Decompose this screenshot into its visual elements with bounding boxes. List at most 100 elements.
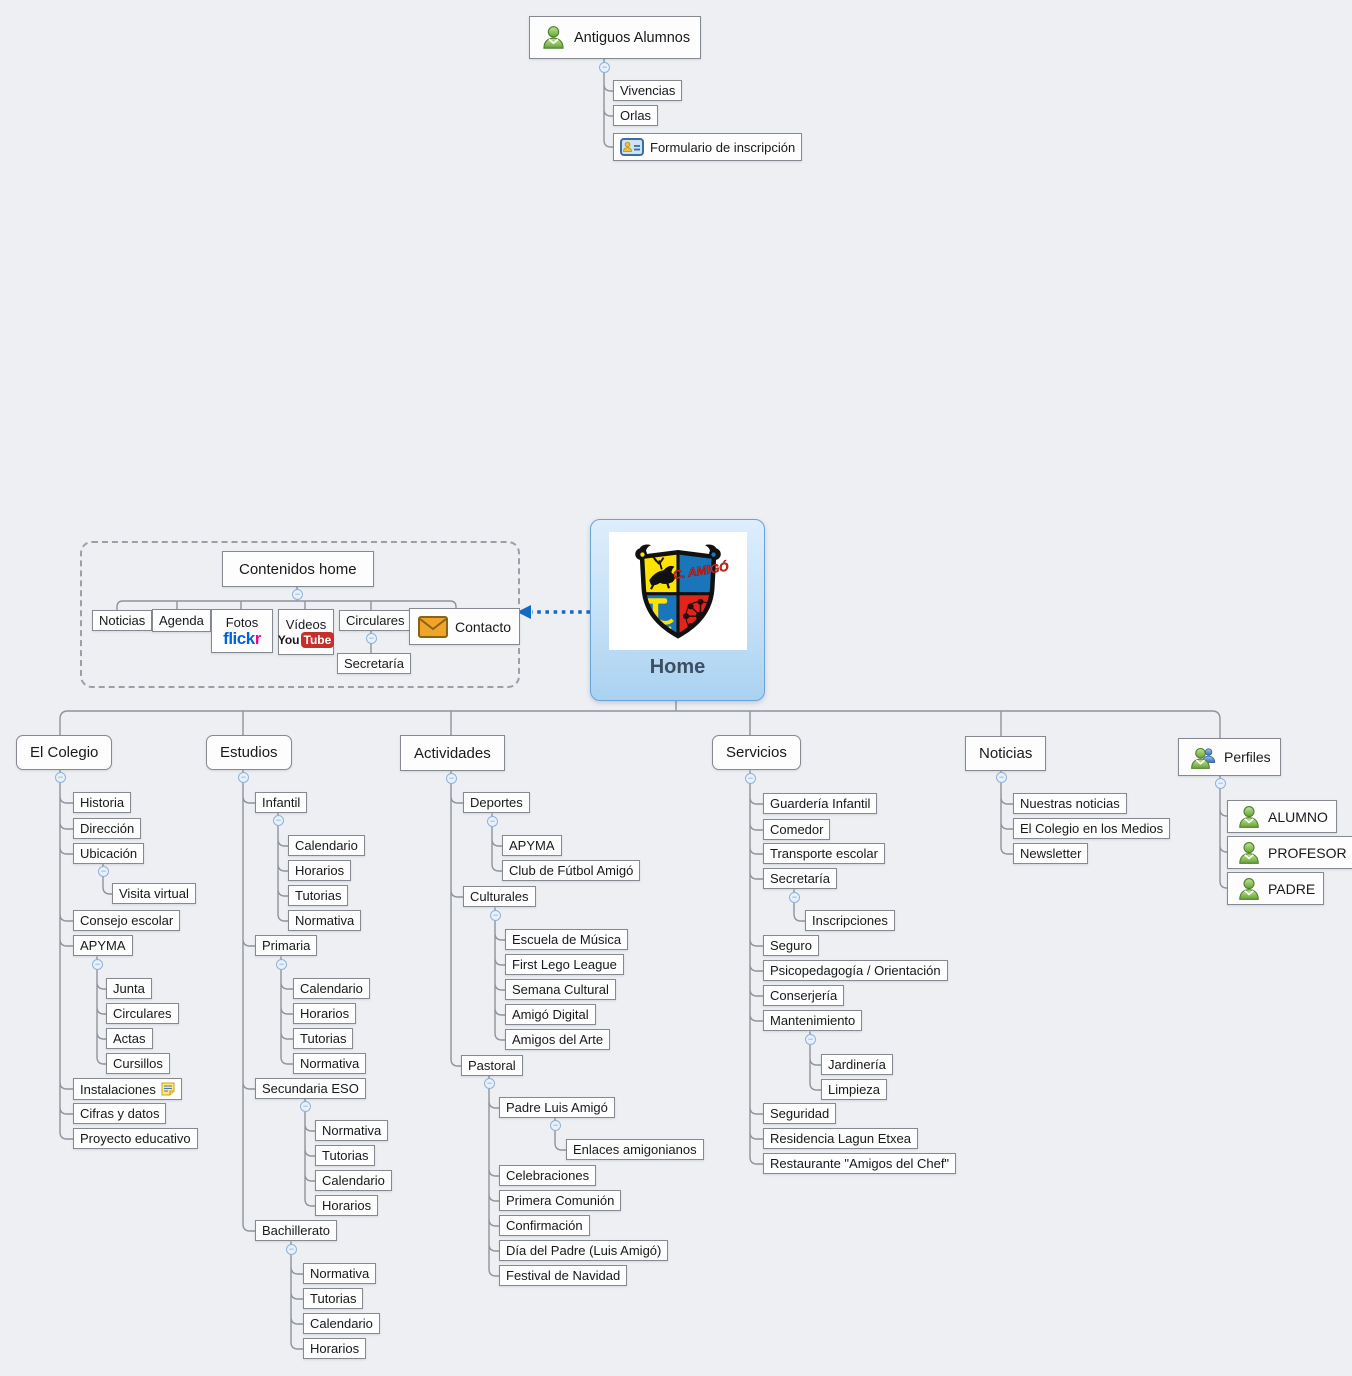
node-culturales[interactable]: Culturales [463, 886, 536, 907]
node-vivencias[interactable]: Vivencias [613, 80, 683, 101]
node-antiguos-alumnos[interactable]: Antiguos Alumnos [529, 16, 702, 59]
node-bachillerato-normativa[interactable]: Normativa [303, 1263, 377, 1284]
node-noticias[interactable]: Noticias [965, 736, 1047, 771]
node-con-agenda[interactable]: Agenda [152, 609, 211, 632]
node-ubicacion[interactable]: Ubicación [73, 843, 145, 864]
node-instalaciones[interactable]: Instalaciones [73, 1078, 182, 1100]
node-visita-virtual[interactable]: Visita virtual [112, 883, 196, 904]
node-servicios[interactable]: Servicios [712, 735, 801, 770]
node-primaria[interactable]: Primaria [255, 935, 318, 956]
collapse-toggle-culturales[interactable] [490, 910, 501, 921]
node-infantil-tutorias[interactable]: Tutorias [288, 885, 349, 906]
node-con-circulares[interactable]: Circulares [339, 610, 412, 631]
node-colegio-medios[interactable]: El Colegio en los Medios [1013, 818, 1171, 839]
node-infantil-horarios[interactable]: Horarios [288, 860, 352, 881]
node-primaria-tutorias[interactable]: Tutorias [293, 1028, 354, 1049]
node-newsletter[interactable]: Newsletter [1013, 843, 1089, 864]
node-confirmacion[interactable]: Confirmación [499, 1215, 590, 1236]
node-cifras-datos[interactable]: Cifras y datos [73, 1103, 167, 1124]
node-primaria-normativa[interactable]: Normativa [293, 1053, 367, 1074]
node-cursillos[interactable]: Cursillos [106, 1053, 170, 1074]
node-infantil[interactable]: Infantil [255, 792, 308, 813]
node-historia[interactable]: Historia [73, 792, 132, 813]
collapse-toggle-noticias[interactable] [996, 772, 1007, 783]
node-actividades[interactable]: Actividades [400, 735, 505, 771]
node-psicopedagogia[interactable]: Psicopedagogía / Orientación [763, 960, 948, 981]
node-jardineria[interactable]: Jardinería [821, 1054, 893, 1075]
node-bachillerato-tutorias[interactable]: Tutorias [303, 1288, 364, 1309]
collapse-toggle-contenidos[interactable] [292, 589, 303, 600]
node-transporte[interactable]: Transporte escolar [763, 843, 885, 864]
node-formulario-inscripcion[interactable]: Formulario de inscripción [613, 133, 803, 161]
node-alumno[interactable]: ALUMNO [1227, 800, 1337, 833]
node-contenidos-home[interactable]: Contenidos home [222, 551, 374, 587]
node-estudios[interactable]: Estudios [206, 735, 292, 770]
node-secundaria-tutorias[interactable]: Tutorias [315, 1145, 376, 1166]
node-inscripciones[interactable]: Inscripciones [805, 910, 895, 931]
node-padre-luis[interactable]: Padre Luis Amigó [499, 1097, 615, 1118]
collapse-toggle-antiguos[interactable] [599, 62, 610, 73]
node-secundaria-calendario[interactable]: Calendario [315, 1170, 392, 1191]
collapse-toggle-infantil[interactable] [273, 815, 284, 826]
node-first-lego[interactable]: First Lego League [505, 954, 624, 975]
node-semana-cultural[interactable]: Semana Cultural [505, 979, 616, 1000]
node-con-contacto[interactable]: Contacto [409, 608, 521, 645]
collapse-toggle-deportes[interactable] [487, 816, 498, 827]
node-secundaria-normativa[interactable]: Normativa [315, 1120, 389, 1141]
node-bachillerato-calendario[interactable]: Calendario [303, 1313, 380, 1334]
node-apyma[interactable]: APYMA [73, 935, 133, 956]
node-residencia[interactable]: Residencia Lagun Etxea [763, 1128, 918, 1149]
node-primera-comunion[interactable]: Primera Comunión [499, 1190, 622, 1211]
node-secundaria-horarios[interactable]: Horarios [315, 1195, 379, 1216]
node-seguro[interactable]: Seguro [763, 935, 819, 956]
collapse-toggle-ubicacion[interactable] [98, 866, 109, 877]
node-apyma-circulares[interactable]: Circulares [106, 1003, 179, 1024]
collapse-toggle-secundaria[interactable] [300, 1101, 311, 1112]
node-con-secretaria[interactable]: Secretaría [337, 653, 411, 674]
collapse-toggle-servicios[interactable] [745, 773, 756, 784]
node-celebraciones[interactable]: Celebraciones [499, 1165, 597, 1186]
collapse-toggle-pastoral[interactable] [484, 1078, 495, 1089]
node-nuestras-noticias[interactable]: Nuestras noticias [1013, 793, 1127, 814]
node-consejo-escolar[interactable]: Consejo escolar [73, 910, 181, 931]
node-orlas[interactable]: Orlas [613, 105, 659, 126]
node-primaria-calendario[interactable]: Calendario [293, 978, 370, 999]
collapse-toggle-secretaria[interactable] [789, 892, 800, 903]
node-bachillerato[interactable]: Bachillerato [255, 1220, 337, 1241]
collapse-toggle-mantenimiento[interactable] [805, 1034, 816, 1045]
node-padre[interactable]: PADRE [1227, 872, 1325, 905]
node-deportes-apyma[interactable]: APYMA [502, 835, 562, 856]
collapse-toggle-actividades[interactable] [446, 773, 457, 784]
node-con-noticias[interactable]: Noticias [92, 610, 153, 631]
node-amigos-arte[interactable]: Amigos del Arte [505, 1029, 611, 1050]
node-con-fotos[interactable]: Fotos flickr [211, 609, 273, 653]
node-direccion[interactable]: Dirección [73, 818, 142, 839]
node-restaurante[interactable]: Restaurante "Amigos del Chef" [763, 1153, 957, 1174]
node-amigo-digital[interactable]: Amigó Digital [505, 1004, 596, 1025]
node-bachillerato-horarios[interactable]: Horarios [303, 1338, 367, 1359]
collapse-toggle-perfiles[interactable] [1215, 778, 1226, 789]
node-home[interactable]: C. AMIGÓ Home [590, 519, 765, 701]
collapse-toggle-el-colegio[interactable] [55, 772, 66, 783]
collapse-toggle-estudios[interactable] [238, 772, 249, 783]
collapse-toggle-padre-luis[interactable] [550, 1120, 561, 1131]
node-infantil-normativa[interactable]: Normativa [288, 910, 362, 931]
node-primaria-horarios[interactable]: Horarios [293, 1003, 357, 1024]
node-comedor[interactable]: Comedor [763, 819, 831, 840]
node-limpieza[interactable]: Limpieza [821, 1079, 888, 1100]
node-pastoral[interactable]: Pastoral [461, 1055, 523, 1076]
collapse-toggle-bachillerato[interactable] [286, 1244, 297, 1255]
node-festival-navidad[interactable]: Festival de Navidad [499, 1265, 628, 1286]
node-deportes[interactable]: Deportes [463, 792, 530, 813]
node-guarderia[interactable]: Guardería Infantil [763, 793, 878, 814]
node-infantil-calendario[interactable]: Calendario [288, 835, 365, 856]
node-profesor[interactable]: PROFESOR [1227, 836, 1352, 869]
node-mantenimiento[interactable]: Mantenimiento [763, 1010, 863, 1031]
collapse-toggle-apyma[interactable] [92, 959, 103, 970]
node-secundaria-eso[interactable]: Secundaria ESO [255, 1078, 366, 1099]
node-escuela-musica[interactable]: Escuela de Música [505, 929, 629, 950]
node-enlaces-amigonianos[interactable]: Enlaces amigonianos [566, 1139, 704, 1160]
node-conserjeria[interactable]: Conserjería [763, 985, 845, 1006]
collapse-toggle-primaria[interactable] [276, 959, 287, 970]
